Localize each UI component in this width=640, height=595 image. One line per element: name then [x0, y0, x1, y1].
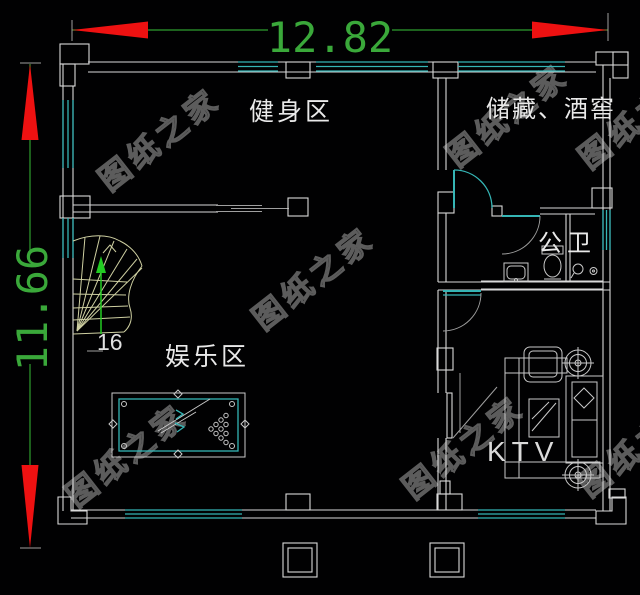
door-storage	[453, 169, 493, 209]
toilet	[541, 245, 564, 280]
ktv-furniture	[504, 346, 604, 491]
staircase: 16	[72, 235, 143, 355]
arrow-left-icon	[72, 21, 148, 39]
dim-top-label: 12.82	[267, 13, 393, 62]
armchair	[523, 346, 563, 383]
window	[62, 218, 74, 258]
pier-column	[282, 542, 318, 578]
arrow-right-icon	[532, 21, 608, 39]
left-dimension: 11.66	[8, 62, 57, 549]
door-ktv-side	[446, 373, 498, 439]
cue-ball-marker	[174, 409, 186, 433]
shower-head	[570, 263, 598, 279]
side-table-round	[562, 347, 594, 379]
pillow	[573, 387, 595, 409]
top-dimension: 12.82	[71, 13, 609, 62]
room-label-gym: 健身区	[249, 98, 333, 126]
door-bathroom	[501, 215, 541, 255]
coffee-table	[528, 398, 560, 438]
stair-direction-arrow	[96, 256, 106, 334]
corner-column	[57, 496, 88, 525]
ball-rack	[208, 412, 229, 446]
room-label-storage: 储藏、酒窖	[486, 96, 616, 123]
sliding-door	[216, 205, 289, 212]
doors	[442, 169, 541, 439]
cue-stick	[157, 398, 211, 434]
bathroom-fixtures	[503, 245, 598, 283]
room-label-entertainment: 娱乐区	[165, 343, 249, 371]
door-ktv-top	[442, 290, 482, 332]
pool-table	[108, 389, 250, 459]
room-labels: 健身区 储藏、酒窖 公卫 娱乐区 KTV	[165, 96, 616, 467]
arrow-down-icon	[21, 465, 39, 548]
corner-column	[59, 43, 90, 87]
window	[458, 61, 565, 72]
window	[316, 61, 428, 72]
dim-left-label: 11.66	[8, 245, 57, 371]
pier-column	[429, 542, 465, 578]
sofa-back-hatch	[504, 357, 568, 374]
side-table-round	[562, 459, 594, 491]
window	[602, 210, 611, 250]
windows	[62, 61, 611, 519]
window	[478, 509, 565, 519]
room-label-bathroom: 公卫	[538, 230, 596, 257]
sink	[503, 262, 529, 283]
room-label-ktv: KTV	[487, 436, 559, 467]
corner-column	[595, 496, 627, 525]
window	[125, 509, 242, 519]
sofa-back-hatch	[504, 461, 601, 479]
corner-column	[608, 488, 626, 499]
arrow-up-icon	[21, 64, 39, 140]
sofa	[565, 375, 604, 464]
corner-column	[595, 51, 629, 79]
stair-count-label: 16	[97, 329, 123, 355]
window	[238, 61, 278, 72]
window	[62, 100, 74, 168]
